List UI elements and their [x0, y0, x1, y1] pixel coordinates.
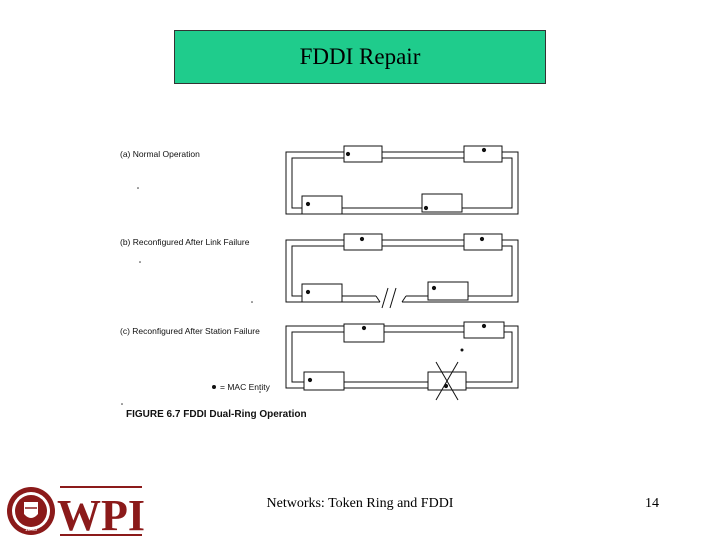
footer-title: Networks: Token Ring and FDDI [266, 496, 454, 511]
title-box: FDDI Repair [174, 30, 546, 84]
fddi-dual-ring-diagram: (a) Normal Operation (b) Reconfigured Af… [120, 145, 519, 420]
mac-entity-dot [345, 151, 351, 157]
inner-ring [291, 157, 513, 209]
mac-entity-dot [481, 147, 487, 153]
speck [259, 391, 261, 393]
speck [460, 348, 464, 352]
mac-entity-dot [481, 323, 487, 329]
speck [137, 187, 139, 189]
panel-c-diagram [285, 321, 519, 401]
wrap-link [375, 295, 381, 303]
mac-entity-dot [305, 201, 311, 207]
station-failure-cross [435, 361, 459, 401]
panel-c-label: (c) Reconfigured After Station Failure [120, 326, 260, 336]
mac-entity-dot [431, 285, 437, 291]
fddi-figure: (a) Normal Operation (b) Reconfigured Af… [110, 138, 550, 428]
seal-year: 1865 [25, 527, 37, 533]
panel-a-label: (a) Normal Operation [120, 149, 200, 159]
station-box [301, 195, 343, 215]
panel-b-label: (b) Reconfigured After Link Failure [120, 237, 250, 247]
slide-title: FDDI Repair [299, 44, 421, 69]
panel-a-diagram [285, 145, 519, 215]
mac-entity-dot [423, 205, 429, 211]
station-box [427, 281, 469, 301]
station-box [343, 233, 383, 251]
panel-b-diagram [285, 233, 519, 309]
station-box [343, 323, 385, 343]
wpi-logo-graphic: 1865 WPI [7, 486, 145, 540]
mac-entity-dot [305, 289, 311, 295]
seal-shield-icon [24, 502, 38, 518]
outer-ring [285, 151, 519, 215]
mac-entity-dot [479, 236, 485, 242]
logo-wordmark: WPI [57, 491, 144, 538]
mac-entity-dot [361, 325, 367, 331]
wrap-link [401, 295, 407, 303]
link-break-mark [389, 287, 397, 309]
speck [121, 403, 123, 405]
page-number: 14 [645, 496, 659, 511]
station-box [301, 283, 343, 303]
mac-entity-dot [443, 383, 449, 389]
speck [251, 301, 253, 303]
station-box [421, 193, 463, 213]
station-box [343, 145, 383, 163]
station-box [463, 233, 503, 251]
legend-mac-dot [212, 385, 216, 389]
station-box [303, 371, 345, 391]
mac-entity-dot [307, 377, 313, 383]
link-break-mark [381, 287, 389, 309]
legend-label: = MAC Entity [220, 382, 271, 392]
speck [139, 261, 141, 263]
figure-caption: FIGURE 6.7 FDDI Dual-Ring Operation [126, 409, 307, 420]
station-box [463, 145, 503, 163]
mac-entity-dot [359, 236, 365, 242]
wpi-logo: 1865 WPI [4, 484, 145, 540]
station-box [463, 321, 505, 339]
